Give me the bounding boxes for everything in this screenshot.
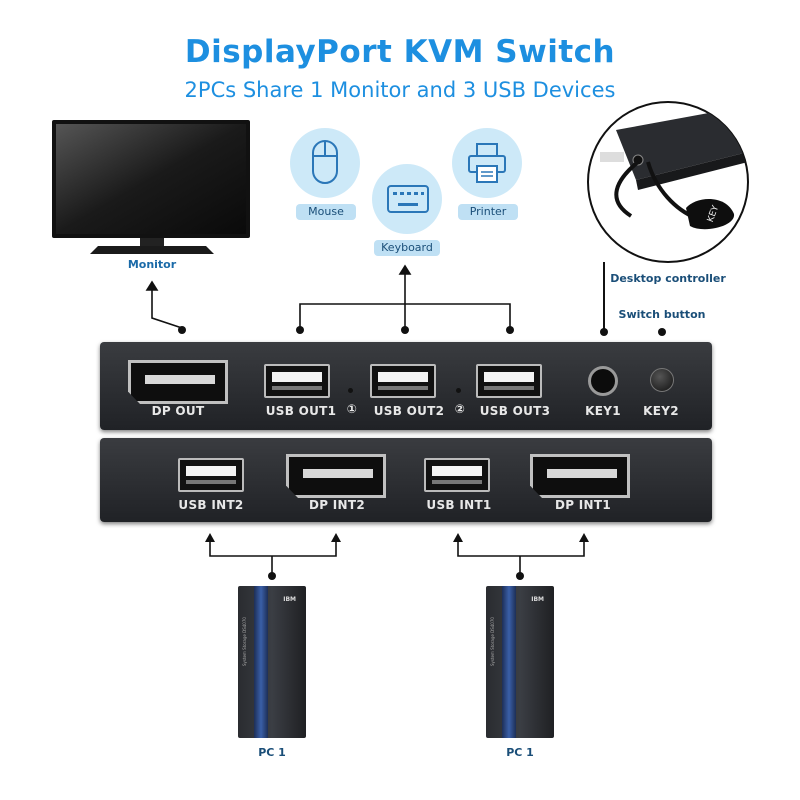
usb-out3-label: USB OUT3 xyxy=(479,404,551,418)
usb-out2-label: USB OUT2 xyxy=(373,404,445,418)
controller-line xyxy=(603,262,605,330)
usb-int2-port[interactable] xyxy=(178,458,244,492)
pc-brand-left: IBM xyxy=(283,596,296,603)
pc-right-label: PC 1 xyxy=(506,746,534,759)
controller-icon xyxy=(586,100,750,264)
controller-label: Desktop controller xyxy=(610,272,726,285)
led1-indicator xyxy=(348,388,353,393)
pc-model-right: System Storage DS4070 xyxy=(490,617,495,666)
page-subtitle: 2PCs Share 1 Monitor and 3 USB Devices xyxy=(184,78,616,102)
led1-label: ① xyxy=(346,402,358,416)
usb-out1-port[interactable] xyxy=(264,364,330,398)
usb-int1-label: USB INT1 xyxy=(426,498,492,512)
switch-button-label: Switch button xyxy=(618,308,706,321)
key1-jack[interactable] xyxy=(588,366,618,396)
dp-int1-port[interactable] xyxy=(530,454,630,498)
dp-out-label: DP OUT xyxy=(151,404,205,418)
dp-out-port[interactable] xyxy=(128,360,228,404)
monitor-icon xyxy=(50,118,254,258)
page-title: DisplayPort KVM Switch xyxy=(184,34,616,70)
keyboard-bubble xyxy=(372,164,442,234)
usb-int1-port[interactable] xyxy=(424,458,490,492)
usb-out2-port[interactable] xyxy=(370,364,436,398)
dp-int2-label: DP INT2 xyxy=(308,498,366,512)
mouse-label: Mouse xyxy=(296,204,356,220)
pc-model-left: System Storage DS4070 xyxy=(242,617,247,666)
usb-out3-port[interactable] xyxy=(476,364,542,398)
key2-button[interactable] xyxy=(650,368,674,392)
pc-tower-icon-right: IBM System Storage DS4070 xyxy=(486,586,554,738)
dp-int2-port[interactable] xyxy=(286,454,386,498)
keyboard-icon xyxy=(386,184,430,214)
mouse-icon xyxy=(310,138,340,186)
usb-out1-label: USB OUT1 xyxy=(265,404,337,418)
pc-brand-right: IBM xyxy=(531,596,544,603)
led2-indicator xyxy=(456,388,461,393)
pc-left-label: PC 1 xyxy=(258,746,286,759)
monitor-label: Monitor xyxy=(127,258,177,271)
key2-label: KEY2 xyxy=(643,404,679,418)
dp-int1-label: DP INT1 xyxy=(554,498,612,512)
printer-bubble xyxy=(452,128,522,198)
printer-icon xyxy=(467,142,507,184)
printer-label: Printer xyxy=(458,204,518,220)
usb-int2-label: USB INT2 xyxy=(178,498,244,512)
keyboard-label: Keyboard xyxy=(374,240,440,256)
mouse-bubble xyxy=(290,128,360,198)
led2-label: ② xyxy=(454,402,466,416)
key1-label: KEY1 xyxy=(585,404,621,418)
pc-tower-icon-left: IBM System Storage DS4070 xyxy=(238,586,306,738)
